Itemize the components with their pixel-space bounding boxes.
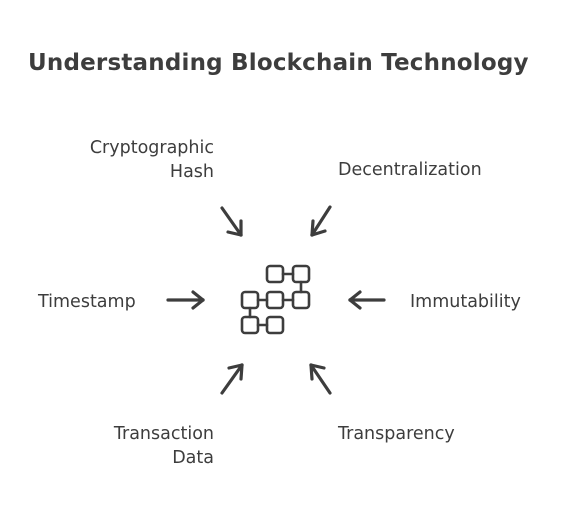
arrow-transparency-to-center — [309, 363, 332, 395]
label-decentralization: Decentralization — [338, 160, 482, 180]
diagram-title: Understanding Blockchain Technology — [28, 50, 529, 76]
label-immutability: Immutability — [410, 292, 521, 312]
arrow-transaction-to-center — [220, 363, 244, 395]
arrow-hash-to-center — [220, 206, 243, 237]
label-transaction-data-line1: Transaction — [113, 424, 214, 444]
blockchain-icon — [240, 264, 311, 335]
label-cryptographic-hash-line1: Cryptographic — [89, 138, 214, 158]
label-cryptographic-hash: Cryptographic Hash — [60, 136, 214, 184]
arrow-decentralization-to-center — [310, 205, 332, 237]
arrow-immutability-to-center — [348, 290, 386, 310]
label-transaction-data-line2: Data — [172, 448, 214, 468]
label-transaction-data: Transaction Data — [60, 422, 214, 470]
label-cryptographic-hash-line2: Hash — [169, 162, 214, 182]
label-timestamp: Timestamp — [38, 292, 136, 312]
label-transparency: Transparency — [338, 424, 455, 444]
arrow-timestamp-to-center — [166, 290, 205, 310]
